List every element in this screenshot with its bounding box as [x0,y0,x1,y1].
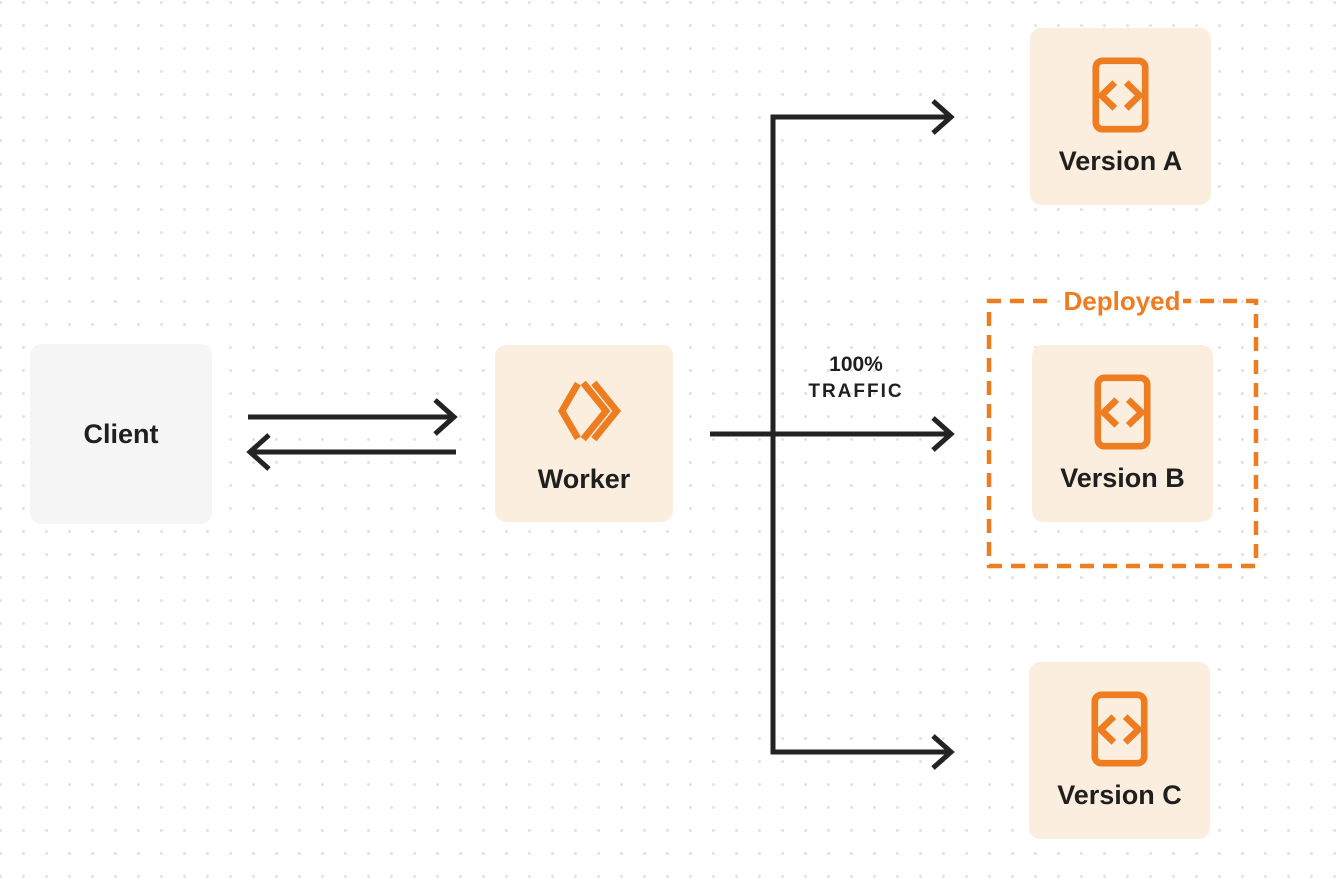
client-node: Client [30,344,212,524]
code-file-icon [1094,373,1151,450]
arrow-client-to-worker [248,398,458,436]
arrow-worker-to-client [246,433,456,471]
arrow-to-version-b [931,416,955,452]
version-a-node: Version A [1030,28,1211,205]
code-file-icon [1092,56,1149,133]
version-a-node-label: Version A [1058,145,1183,176]
deployed-badge-label: Deployed [1063,286,1181,316]
traffic-trunk [710,114,949,755]
version-b-node: Version B [1032,345,1213,522]
traffic-annotation: 100% TRAFFIC [786,352,926,406]
worker-node: Worker [495,345,673,522]
version-c-node: Version C [1029,662,1210,839]
cloudflare-workers-logo-icon [558,380,622,441]
deployed-dashed-border [986,298,1259,569]
code-file-icon [1091,690,1148,767]
arrow-to-version-a [931,99,955,135]
version-c-node-label: Version C [1057,779,1182,810]
arrow-to-version-c [931,734,955,770]
traffic-percent-label: 100% [829,353,883,376]
client-node-label: Client [83,419,159,449]
worker-node-label: Worker [537,463,631,494]
version-b-node-label: Version B [1060,462,1185,493]
traffic-word-label: TRAFFIC [808,381,904,402]
